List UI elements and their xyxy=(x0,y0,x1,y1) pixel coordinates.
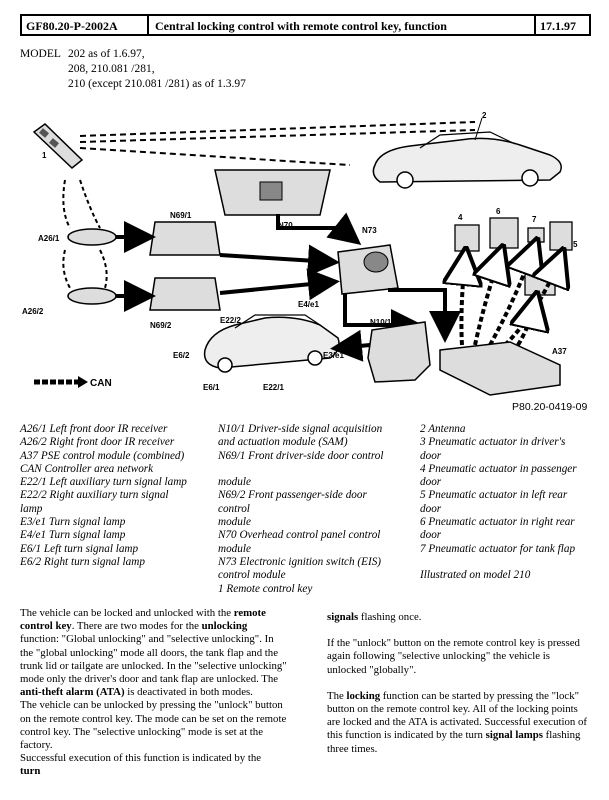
label-e3-e1: E3/e1 xyxy=(323,351,344,360)
legend-item: module xyxy=(218,516,251,529)
label-a37: A37 xyxy=(552,347,567,356)
legend-item: E6/2 Right turn signal lamp xyxy=(20,555,145,568)
paragraph-success-indication: Successful execution of this function is… xyxy=(20,752,262,765)
label-6: 6 xyxy=(496,207,501,216)
label-5: 5 xyxy=(573,240,578,249)
label-4: 4 xyxy=(458,213,463,222)
label-can: CAN xyxy=(90,378,112,389)
document-title: Central locking control with remote cont… xyxy=(149,16,536,34)
body-text-left: The vehicle can be locked and unlocked w… xyxy=(20,607,288,779)
legend-item: E4/e1 Turn signal lamp xyxy=(20,529,126,542)
legend-item: 3 Pneumatic actuator in driver's xyxy=(420,436,566,449)
legend-item: A26/1 Left front door IR receiver xyxy=(20,423,168,435)
legend-item: N70 Overhead control panel control xyxy=(218,529,381,542)
legend-item: A26/2 Right front door IR receiver xyxy=(20,436,175,449)
sam-module xyxy=(367,321,431,383)
legend-item: lamp xyxy=(20,502,43,515)
ignition-switch-module xyxy=(337,244,399,295)
legend-item: control module xyxy=(218,569,286,582)
label-n10-1: N10/1 xyxy=(370,318,392,327)
legend-item: N10/1 Driver-side signal acquisition xyxy=(218,423,383,435)
legend-column-3: 2 Antenna 3 Pneumatic actuator in driver… xyxy=(420,423,600,583)
legend-item: E22/2 Right auxiliary turn signal xyxy=(20,489,169,502)
label-a26-2: A26/2 xyxy=(22,307,44,316)
legend-item: 5 Pneumatic actuator in left rear xyxy=(420,489,568,502)
door-control-module-left xyxy=(149,221,221,256)
legend-item: E6/1 Left turn signal lamp xyxy=(20,542,139,555)
overhead-control-panel xyxy=(214,169,331,216)
model-block: MODEL 202 as of 1.6.97, 208, 210.081 /281… xyxy=(20,47,246,92)
legend-item: door xyxy=(420,476,442,489)
figure-reference: P80.20-0419-09 xyxy=(512,401,588,413)
legend-item xyxy=(420,556,600,569)
legend-item: A37 PSE control module (combined) xyxy=(20,449,185,462)
legend-item: N69/2 Front passenger-side door xyxy=(218,489,367,502)
paragraph-signals: signals flashing once. xyxy=(327,611,422,623)
legend-item: N73 Electronic ignition switch (EIS) xyxy=(218,555,382,568)
legend-item: module xyxy=(218,542,251,555)
legend-item: 7 Pneumatic actuator for tank flap xyxy=(420,542,576,555)
remote-key-icon xyxy=(32,123,84,169)
label-1: 1 xyxy=(42,151,47,160)
legend-item: CAN Controller area network xyxy=(20,462,154,475)
model-label: MODEL xyxy=(20,48,61,60)
door-control-module-right xyxy=(149,277,221,311)
legend-item xyxy=(218,463,418,476)
legend-column-1: A26/1 Left front door IR receiver A26/2 … xyxy=(20,423,215,569)
legend-item: Illustrated on model 210 xyxy=(420,569,531,582)
legend-item: 1 Remote control key xyxy=(218,582,313,595)
model-line-2: 208, 210.081 /281, xyxy=(68,63,155,75)
paragraph-unlock-button: The vehicle can be unlocked by pressing … xyxy=(20,699,287,752)
legend-item: door xyxy=(420,529,442,542)
document-code: GF80.20-P-2002A xyxy=(22,16,149,34)
document-date: 17.1.97 xyxy=(540,19,576,33)
legend-item: 6 Pneumatic actuator in right rear xyxy=(420,516,575,529)
system-diagram: 1 2 N70 A26/1 A26/2 N69/1 N69/2 xyxy=(22,111,578,396)
label-n69-2: N69/2 xyxy=(150,321,172,330)
label-n70: N70 xyxy=(278,221,293,230)
vehicle-illustration-top xyxy=(372,117,562,189)
can-legend-symbol xyxy=(34,376,88,388)
label-e6-2: E6/2 xyxy=(173,351,190,360)
label-n73: N73 xyxy=(362,226,377,235)
door-handle-left xyxy=(67,228,117,246)
legend-item: door xyxy=(420,449,442,462)
legend-item: 2 Antenna xyxy=(420,423,466,435)
legend-item: E22/1 Left auxiliary turn signal lamp xyxy=(20,476,187,489)
ir-signal-lines xyxy=(79,121,476,166)
model-line-3: 210 (except 210.081 /281) as of 1.3.97 xyxy=(68,78,246,90)
pneumatic-actuators xyxy=(454,217,573,296)
legend-item: N69/1 Front driver-side door control xyxy=(218,449,384,462)
legend-item: E3/e1 Turn signal lamp xyxy=(20,516,126,529)
label-2: 2 xyxy=(482,111,487,120)
body-text-right: signals flashing once. If the "unlock" b… xyxy=(327,611,589,756)
pse-control-module xyxy=(439,341,561,396)
label-a26-1: A26/1 xyxy=(38,234,60,243)
legend-item: 4 Pneumatic actuator in passenger xyxy=(420,462,577,475)
legend-item: door xyxy=(420,502,442,515)
legend-column-2: N10/1 Driver-side signal acquisition and… xyxy=(218,423,418,596)
text-turn: turn xyxy=(20,765,41,778)
label-e22-1: E22/1 xyxy=(263,383,284,392)
paragraph-global-unlock: If the "unlock" button on the remote con… xyxy=(327,637,580,676)
paragraph-unlocking-modes: The vehicle can be locked and unlocked w… xyxy=(20,607,287,699)
legend-item: control xyxy=(218,502,250,515)
label-n69-1: N69/1 xyxy=(170,211,192,220)
vehicle-illustration-lower xyxy=(203,314,340,373)
legend-item: and actuation module (SAM) xyxy=(218,436,348,449)
label-7: 7 xyxy=(532,215,537,224)
legend-item: module xyxy=(218,476,251,489)
document-header: GF80.20-P-2002A Central locking control … xyxy=(20,14,591,36)
paragraph-locking: The locking function can be started by p… xyxy=(327,689,587,755)
model-line-1: 202 as of 1.6.97, xyxy=(68,48,145,60)
label-e6-1: E6/1 xyxy=(203,383,220,392)
label-e4-e1: E4/e1 xyxy=(298,300,319,309)
door-handle-right xyxy=(67,287,117,305)
label-e22-2: E22/2 xyxy=(220,316,241,325)
